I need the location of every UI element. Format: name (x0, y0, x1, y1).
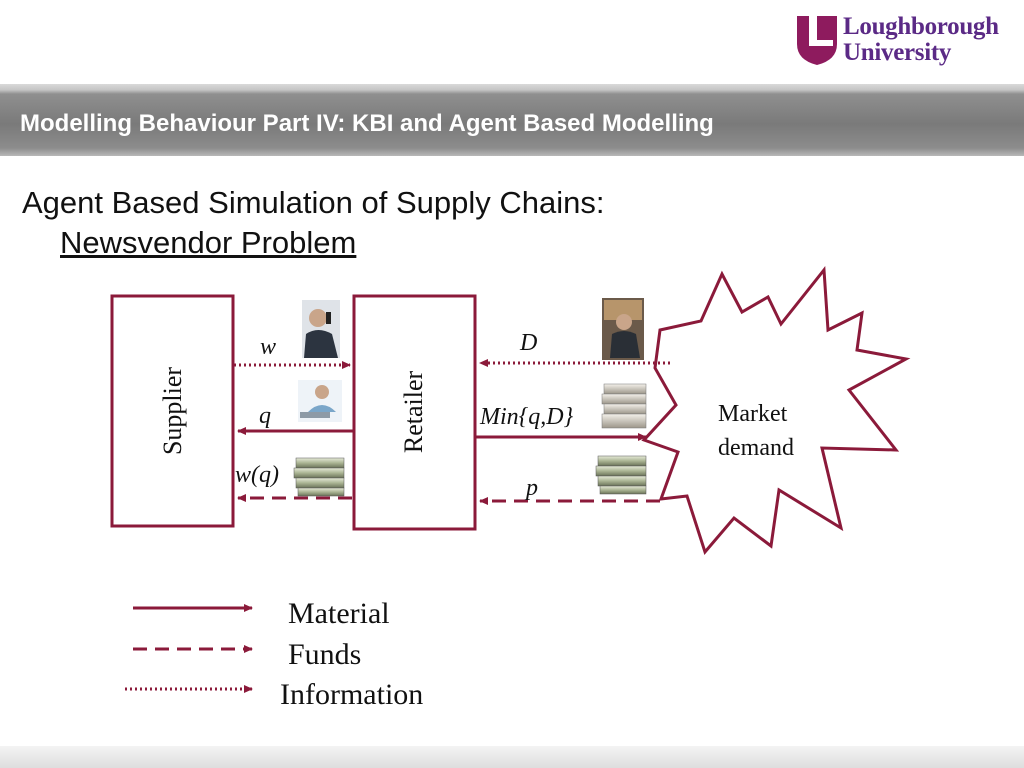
newspaper-stack-photo (601, 383, 647, 429)
label-w: w (260, 334, 276, 360)
businessman-phone-photo (302, 300, 340, 358)
shopkeeper-photo (602, 298, 644, 360)
woman-laptop-photo (298, 380, 342, 422)
market-label-line1: Market (718, 401, 788, 427)
legend-funds-label: Funds (288, 638, 361, 671)
legend-information-label: Information (280, 678, 423, 711)
label-q: q (259, 403, 271, 429)
slide-subtitle: Newsvendor Problem (60, 225, 357, 260)
market-label-line2: demand (718, 435, 794, 461)
label-wq: w(q) (235, 462, 279, 488)
shield-icon (797, 16, 837, 65)
legend: Material Funds Information (125, 597, 423, 711)
logo-line1: Loughborough (843, 13, 999, 40)
market-demand-starburst (641, 266, 911, 556)
legend-material-label: Material (288, 597, 390, 630)
supplier-box (110, 294, 235, 528)
label-D: D (519, 330, 537, 356)
footer-band (0, 746, 1024, 768)
label-p: p (524, 475, 538, 501)
retailer-box (352, 294, 477, 531)
university-logo: Loughborough University (795, 14, 1010, 70)
money-stack-photo (595, 455, 647, 495)
supplier-label: Supplier (158, 367, 187, 455)
header-band (0, 84, 1024, 156)
money-stack-photo (293, 457, 345, 497)
header-title: Modelling Behaviour Part IV: KBI and Age… (20, 110, 714, 137)
label-minqd: Min{q,D} (479, 404, 574, 430)
retailer-label: Retailer (399, 371, 428, 454)
logo-line2: University (843, 39, 952, 66)
slide-title: Agent Based Simulation of Supply Chains: (22, 185, 605, 220)
